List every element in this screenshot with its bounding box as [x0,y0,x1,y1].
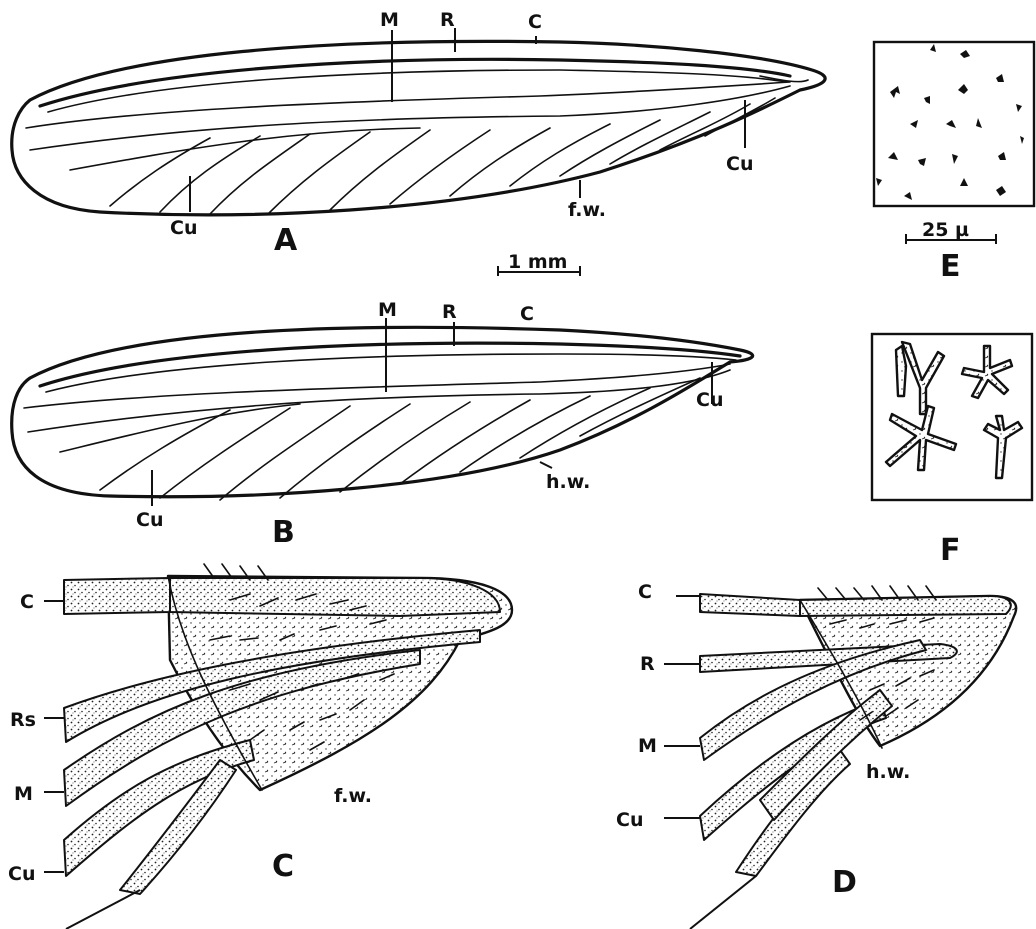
panel-f-stellate-setae: F [872,334,1032,568]
costa-vein [64,578,170,614]
scale-bar-1mm: 1 mm [498,251,580,276]
panel-label: A [274,223,298,258]
panel-label: D [832,865,857,900]
label-cu: Cu [136,509,163,531]
label-cu: Cu [8,863,35,885]
hindwing-outline [12,327,753,496]
panel-c-forewing-apex: C Rs M Cu f.w. C [8,564,512,929]
label-wing-type: h.w. [546,471,590,493]
stellate-seta [896,346,906,396]
label-c: C [520,303,534,325]
label-m: M [378,299,397,321]
label-m: M [638,735,657,757]
panel-label: F [940,533,961,568]
label-cu: Cu [726,153,753,175]
scale-bar-label: 25 µ [922,219,969,241]
label-cu: Cu [696,389,723,411]
label-wing-type: h.w. [866,761,910,783]
panel-label: B [272,515,295,550]
label-r: R [442,301,457,323]
hindwing-costa [40,343,740,386]
costa-vein [700,594,800,616]
label-wing-type: f.w. [334,785,372,807]
label-r: R [640,653,655,675]
panel-d-hindwing-apex: C R M Cu h.w. D [616,581,1016,929]
label-c: C [528,11,542,33]
panel-b-hindwing: M R C Cu Cu h.w. B [12,299,753,550]
scale-bar-label: 1 mm [508,251,567,273]
forewing-costa [40,59,790,106]
label-c: C [638,581,652,603]
label-m: M [380,9,399,31]
panel-a-forewing: M R C Cu Cu f.w. A [12,9,825,258]
label-cu: Cu [170,217,197,239]
panel-label: E [940,249,961,284]
panel-label: C [272,849,294,884]
label-cu: Cu [616,809,643,831]
label-m: M [14,783,33,805]
label-r: R [440,9,455,31]
panel-e-microtrichia: 25 µ E [874,42,1034,284]
label-wing-type: f.w. [568,199,606,221]
label-c: C [20,591,34,613]
label-rs: Rs [10,709,36,731]
